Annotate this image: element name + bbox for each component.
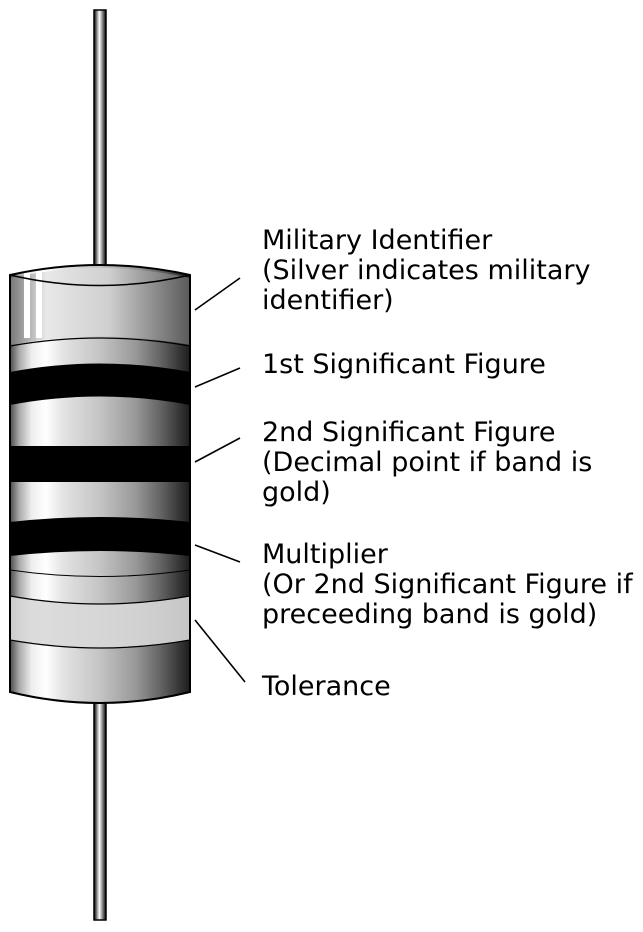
body-outline	[9, 264, 191, 704]
callout-line: 2nd Significant Figure	[262, 417, 556, 448]
callout-line: identifier)	[262, 285, 394, 316]
leader-line-military-identifier	[194, 277, 241, 311]
leader-line-multiplier	[194, 544, 241, 563]
bottom-lead	[93, 699, 107, 921]
leader-line-first-significant-figure	[194, 367, 241, 388]
leader-line-tolerance	[194, 619, 246, 683]
band-military-identifier	[10, 268, 190, 345]
band-multiplier	[10, 517, 190, 556]
callout-multiplier: Multiplier (Or 2nd Significant Figure if…	[262, 540, 633, 630]
callout-second-significant-figure: 2nd Significant Figure (Decimal point if…	[262, 418, 592, 508]
band-second-significant-figure	[10, 446, 190, 482]
callout-line: (Or 2nd Significant Figure if	[262, 569, 633, 600]
callout-first-significant-figure: 1st Significant Figure	[262, 350, 546, 380]
band-first-significant-figure	[10, 363, 190, 405]
glare-2	[36, 268, 42, 338]
callout-line: (Decimal point if band is	[262, 447, 593, 478]
band-tolerance	[10, 596, 190, 648]
callout-line: 1st Significant Figure	[262, 349, 546, 380]
resistor-body	[10, 265, 190, 703]
glare-1	[24, 268, 30, 338]
top-cap-ellipse	[9, 274, 191, 287]
callout-line: Military Identifier	[262, 225, 493, 256]
callout-tolerance: Tolerance	[262, 672, 391, 702]
top-lead	[93, 9, 107, 269]
callout-line: Multiplier	[262, 539, 388, 570]
callout-line: Tolerance	[262, 671, 391, 702]
callout-line: preceeding band is gold)	[262, 599, 598, 630]
callout-line: gold)	[262, 477, 331, 508]
callout-military-identifier: Military Identifier (Silver indicates mi…	[262, 226, 590, 316]
callout-line: (Silver indicates military	[262, 255, 591, 286]
leader-line-second-significant-figure	[194, 437, 241, 463]
